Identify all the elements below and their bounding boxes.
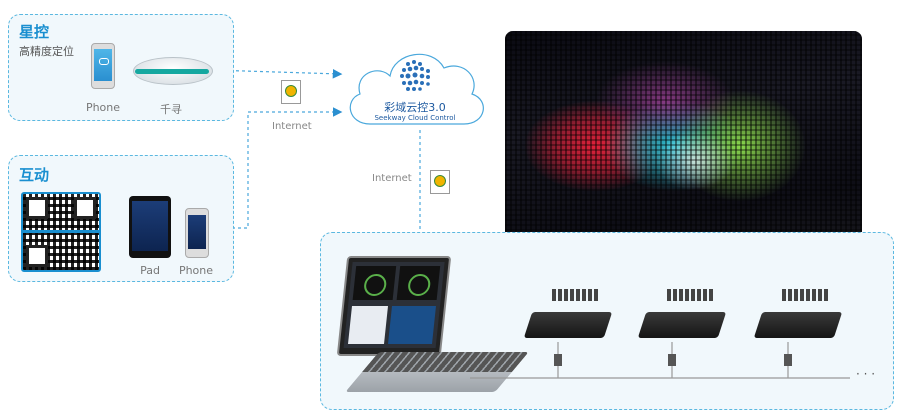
internet-label-down: Internet (372, 173, 412, 184)
cloud-icon (349, 53, 484, 125)
internet-label-top: Internet (272, 121, 312, 132)
qianxun-label: 千寻 (160, 103, 182, 116)
panel-xingkong-subtitle: 高精度定位 (19, 45, 74, 58)
phone-icon (91, 43, 115, 89)
ellipsis: · · · (856, 367, 876, 381)
panel-hudong: 互动 Pad Phone (8, 155, 234, 282)
gnss-receiver-icon (133, 51, 213, 85)
pad-label: Pad (140, 264, 160, 277)
connector-row-2 (667, 289, 713, 301)
file-icon (281, 80, 301, 104)
panel-xingkong-title: 星控 (19, 23, 50, 41)
panel-xingkong: 星控 高精度定位 Phone 千寻 (8, 14, 234, 121)
phone-label-2: Phone (178, 264, 214, 277)
cloud-name: 彩域云控3.0 (384, 101, 446, 114)
tablet-icon (129, 196, 171, 258)
qr-code-icon (21, 192, 101, 272)
panel-hudong-title: 互动 (19, 166, 50, 184)
connector-row-1 (552, 289, 598, 301)
phone-small-icon (185, 208, 209, 258)
connector-row-3 (782, 289, 828, 301)
cloud-name-en: Seekway Cloud Control (374, 114, 456, 122)
phone-label: Phone (85, 101, 121, 114)
file-icon-2 (430, 170, 450, 194)
